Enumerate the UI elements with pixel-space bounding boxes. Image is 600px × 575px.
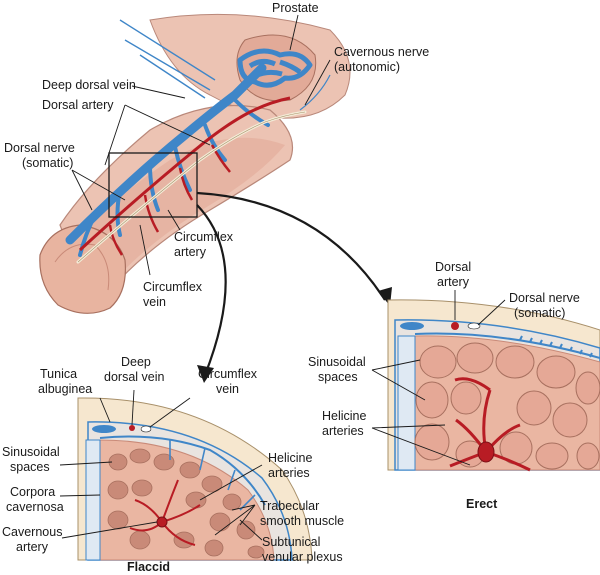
erect-deep-dorsal-vein xyxy=(400,322,424,330)
label-subtunical: Subtunical xyxy=(262,535,320,549)
label-cavernous-nerve-2: (autonomic) xyxy=(334,60,400,74)
label-erect-dorsal-artery: Dorsal xyxy=(435,260,471,274)
label-erect-helicine-2: arteries xyxy=(322,424,364,438)
label-flaccid-circumflex-2: vein xyxy=(216,382,239,396)
label-flaccid-circumflex: Circumflex xyxy=(198,367,258,381)
shaft-shading xyxy=(70,137,285,285)
flaccid-septum xyxy=(85,439,101,561)
flaccid-emissary-veins xyxy=(169,440,256,511)
label-cavernous-artery-2: artery xyxy=(16,540,49,554)
flaccid-deep-dorsal-vein xyxy=(92,425,116,433)
arrow-to-flaccid xyxy=(196,204,227,376)
deep-dorsal-vein xyxy=(65,63,267,245)
label-subtunical-2: venular plexus xyxy=(262,550,343,564)
label-erect-dorsal-nerve-2: (somatic) xyxy=(514,306,565,320)
label-flaccid-sinusoidal: Sinusoidal xyxy=(2,445,60,459)
label-tunica-2: albuginea xyxy=(38,382,92,396)
arrow-to-erect xyxy=(196,191,386,301)
flaccid-helicine-arteries xyxy=(129,479,201,546)
label-corpora-2: cavernosa xyxy=(6,500,64,514)
label-circumflex-artery: Circumflex xyxy=(174,230,234,244)
flaccid-cross-section xyxy=(77,397,313,561)
label-dorsal-nerve-2: (somatic) xyxy=(22,156,73,170)
label-circumflex-vein-2: vein xyxy=(143,295,166,309)
cavernous-nerve-fibers xyxy=(299,74,331,111)
labels: Prostate Cavernous nerve (autonomic) Dee… xyxy=(2,1,580,574)
circumflex-arteries xyxy=(108,144,231,256)
flaccid-venules xyxy=(99,435,266,506)
label-erect-sinusoidal-2: spaces xyxy=(318,370,358,384)
erect-dorsal-nerve xyxy=(467,322,481,330)
label-prostate: Prostate xyxy=(272,1,319,15)
flaccid-sinusoids xyxy=(107,448,265,559)
label-erect-dorsal-nerve: Dorsal nerve xyxy=(509,291,580,305)
arrow-to-flaccid-head xyxy=(197,365,214,383)
label-dorsal-artery: Dorsal artery xyxy=(42,98,114,112)
erect-dorsal-artery xyxy=(451,322,459,330)
erect-cross-section xyxy=(387,299,600,472)
penis-external-view xyxy=(39,13,351,314)
erect-cavernous-artery xyxy=(477,441,495,463)
label-flaccid-sinusoidal-2: spaces xyxy=(10,460,50,474)
label-circumflex-artery-2: artery xyxy=(174,245,207,259)
label-tunica: Tunica xyxy=(40,367,77,381)
erect-helicine-arteries xyxy=(449,377,531,472)
label-flaccid-helicine: Helicine xyxy=(268,451,313,465)
label-cavernous-artery: Cavernous xyxy=(2,525,62,539)
label-deep-dorsal-vein: Deep dorsal vein xyxy=(42,78,136,92)
leader-lines xyxy=(59,14,506,541)
title-erect: Erect xyxy=(466,497,498,511)
erect-venule-line xyxy=(414,332,600,359)
pelvic-vessels xyxy=(119,19,216,99)
label-circumflex-vein: Circumflex xyxy=(143,280,203,294)
label-cavernous-nerve: Cavernous nerve xyxy=(334,45,429,59)
label-flaccid-helicine-2: arteries xyxy=(268,466,310,480)
dorsal-artery xyxy=(78,96,291,252)
label-trabecular-2: smooth muscle xyxy=(260,514,344,528)
flaccid-dorsal-nerve xyxy=(140,425,152,433)
label-erect-sinusoidal: Sinusoidal xyxy=(308,355,366,369)
label-flaccid-deep-dorsal: Deep xyxy=(121,355,151,369)
label-dorsal-nerve: Dorsal nerve xyxy=(4,141,75,155)
label-erect-dorsal-artery-2: artery xyxy=(437,275,470,289)
dorsal-nerve-outline xyxy=(77,111,306,263)
prostate xyxy=(236,34,317,102)
label-trabecular: Trabecular xyxy=(260,499,319,513)
label-erect-helicine: Helicine xyxy=(322,409,367,423)
glans xyxy=(39,224,127,314)
prostatic-venous-plexus xyxy=(237,48,313,88)
label-corpora: Corpora xyxy=(10,485,55,499)
erect-septum xyxy=(397,335,416,471)
erect-sinusoids xyxy=(414,342,600,470)
section-box xyxy=(108,152,198,218)
glans-shading xyxy=(54,243,110,291)
label-flaccid-deep-dorsal-2: dorsal vein xyxy=(104,370,164,384)
title-flaccid: Flaccid xyxy=(127,560,170,574)
flaccid-cavernous-artery xyxy=(156,516,168,528)
flaccid-dorsal-artery xyxy=(129,425,135,431)
